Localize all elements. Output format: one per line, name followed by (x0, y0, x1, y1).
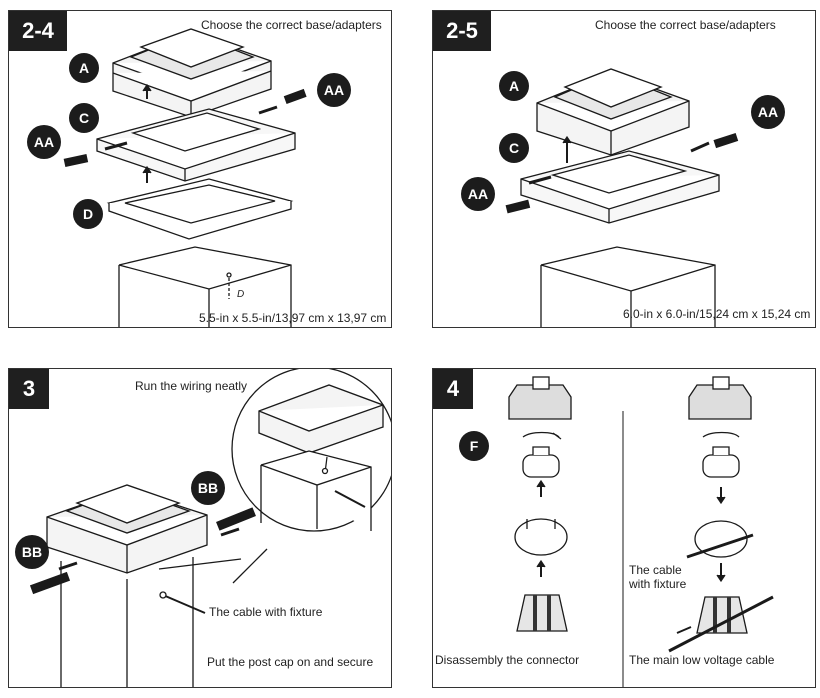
illustration-cap-assembly-2-5 (505, 68, 739, 327)
post-dimension: 5.5-in x 5.5-in/13,97 cm x 13,97 cm (199, 311, 387, 325)
callout-a: A (499, 71, 529, 101)
step-badge: 4 (433, 369, 473, 409)
panel-footer: Put the post cap on and secure (207, 655, 374, 669)
panel-step-2-5: 2-5 Choose the correct base/adapters A C… (432, 10, 816, 328)
callout-bb-right: BB (191, 471, 225, 505)
panel-heading: Choose the correct base/adapters (595, 18, 776, 32)
step-badge: 2-5 (433, 11, 491, 51)
step-badge: 2-4 (9, 11, 67, 51)
callout-aa-right: AA (317, 73, 351, 107)
step-badge: 3 (9, 369, 49, 409)
illustration-post-cap-install (29, 369, 391, 687)
callout-bb-left: BB (15, 535, 49, 569)
callout-c: C (499, 133, 529, 163)
hole-label: D (237, 289, 245, 300)
callout-a: A (69, 53, 99, 83)
callout-f: F (459, 431, 489, 461)
callout-d: D (73, 199, 103, 229)
callout-aa-right: AA (751, 95, 785, 129)
cable-label-line2: with fixture (629, 577, 687, 591)
cable-label-line1: The cable (629, 563, 682, 577)
panel-heading: Run the wiring neatly (135, 379, 248, 393)
panel-step-4: 4 (432, 368, 816, 688)
callout-aa-left: AA (461, 177, 495, 211)
illustration-connector (508, 376, 774, 687)
cable-label: The cable with fixture (209, 605, 323, 619)
callout-aa-left: AA (27, 125, 61, 159)
callout-c: C (69, 103, 99, 133)
panel-step-2-4: 2-4 Choose the correct base/adapters (8, 10, 392, 328)
panel-heading: Choose the correct base/adapters (201, 18, 382, 32)
right-caption: The main low voltage cable (629, 653, 775, 667)
left-caption: Disassembly the connector (435, 653, 580, 667)
post-dimension: 6.0-in x 6.0-in/15,24 cm x 15,24 cm (623, 307, 811, 321)
illustration-cap-assembly-2-4 (63, 28, 307, 327)
panel-step-3: 3 Run the wiring neatly (8, 368, 392, 688)
